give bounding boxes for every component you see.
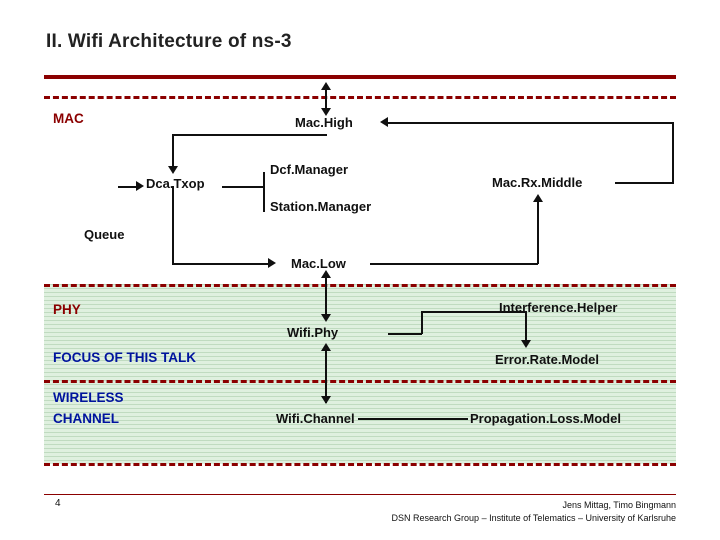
connector-wifiphy-to-wifichannel bbox=[325, 345, 327, 403]
page-number: 4 bbox=[55, 498, 61, 509]
connector-wifiphy-to-interference bbox=[388, 333, 422, 335]
connector-dcatxop-to-dcf bbox=[222, 186, 264, 188]
node-queue: Queue bbox=[84, 227, 125, 242]
node-station-manager: Station.Manager bbox=[270, 199, 372, 214]
connector-maclow-to-wifiphy bbox=[325, 272, 327, 320]
node-interference-helper: Interference.Helper bbox=[499, 300, 618, 315]
connector-right-rail-to-rxmiddle bbox=[615, 182, 674, 184]
arrow-machigh-down bbox=[321, 108, 331, 116]
arrow-rxmiddle-up bbox=[533, 194, 543, 202]
arrow-dcatxop-down bbox=[168, 166, 178, 174]
layer-label-channel: CHANNEL bbox=[53, 411, 119, 426]
title-divider bbox=[44, 75, 676, 79]
connector-interference-top bbox=[421, 311, 525, 313]
connector-rxmiddle-to-machigh bbox=[388, 122, 673, 124]
arrow-machigh-up bbox=[321, 82, 331, 90]
arrow-maclow-in bbox=[268, 258, 276, 268]
footer-authors: Jens Mittag, Timo Bingmann bbox=[562, 500, 676, 510]
node-mac-low: Mac.Low bbox=[291, 256, 346, 271]
connector-interference-to-errormodel bbox=[525, 311, 527, 345]
arrow-maclow-up bbox=[321, 270, 331, 278]
divider-mac-top bbox=[44, 96, 676, 99]
connector-machigh-top bbox=[325, 84, 327, 114]
connector-machigh-to-dcatxop bbox=[172, 134, 174, 168]
node-propagation-loss-model: Propagation.Loss.Model bbox=[470, 411, 621, 426]
arrow-errormodel-down bbox=[521, 340, 531, 348]
footer-affiliation: DSN Research Group – Institute of Telema… bbox=[391, 513, 676, 523]
arrow-wifichannel-down bbox=[321, 396, 331, 404]
layer-label-wireless: WIRELESS bbox=[53, 390, 124, 405]
connector-wifichannel-to-propagation bbox=[358, 418, 468, 420]
node-mac-high: Mac.High bbox=[295, 115, 353, 130]
connector-queue-rail-to-maclow bbox=[172, 263, 272, 265]
node-wifi-channel: Wifi.Channel bbox=[276, 411, 355, 426]
divider-channel bbox=[44, 463, 676, 466]
connector-rxmiddle-down bbox=[537, 198, 539, 264]
node-dca-txop: Dca.Txop bbox=[146, 176, 205, 191]
footer-divider bbox=[44, 494, 676, 495]
connector-machigh-left-branch bbox=[172, 134, 327, 136]
connector-interference-rail bbox=[421, 311, 423, 334]
connector-queue-to-dcatxop bbox=[118, 186, 140, 188]
node-dcf-manager: Dcf.Manager bbox=[270, 162, 349, 177]
connector-dcf-station-rail bbox=[263, 172, 265, 212]
layer-label-mac: MAC bbox=[53, 111, 84, 126]
divider-mac-phy bbox=[44, 284, 676, 287]
node-mac-rx-middle: Mac.Rx.Middle bbox=[492, 175, 583, 190]
page-title: II. Wifi Architecture of ns-3 bbox=[46, 31, 292, 52]
phy-channel-band bbox=[44, 284, 676, 464]
divider-phy-focus bbox=[44, 380, 676, 383]
arrow-wifiphy-down bbox=[321, 314, 331, 322]
arrow-dcatxop-in bbox=[136, 181, 144, 191]
focus-of-talk-label: FOCUS OF THIS TALK bbox=[53, 350, 196, 365]
node-error-rate-model: Error.Rate.Model bbox=[495, 352, 600, 367]
connector-right-rail bbox=[672, 122, 674, 182]
arrow-machigh-left bbox=[380, 117, 388, 127]
node-wifi-phy: Wifi.Phy bbox=[287, 325, 339, 340]
connector-maclow-to-rxmiddle bbox=[370, 263, 538, 265]
connector-queue-rail bbox=[172, 186, 174, 264]
layer-label-phy: PHY bbox=[53, 302, 81, 317]
arrow-wifiphy-up2 bbox=[321, 343, 331, 351]
